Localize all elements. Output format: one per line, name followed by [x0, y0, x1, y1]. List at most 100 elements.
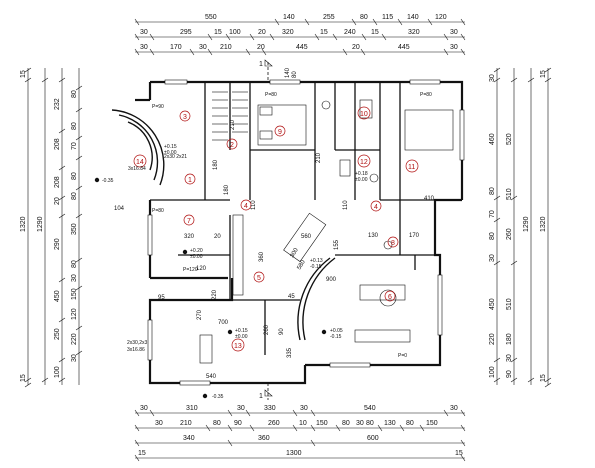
svg-text:30: 30	[237, 405, 245, 412]
room-9: 9	[278, 129, 282, 136]
svg-text:+0.05: +0.05	[330, 328, 343, 334]
svg-text:70: 70	[489, 210, 496, 218]
top-dim-5: 115	[382, 14, 393, 21]
svg-text:15: 15	[540, 70, 547, 78]
svg-text:20: 20	[352, 44, 360, 51]
svg-text:30: 30	[199, 44, 207, 51]
svg-text:±0.00: ±0.00	[355, 177, 368, 183]
svg-text:80: 80	[489, 187, 496, 195]
svg-text:450: 450	[54, 290, 61, 302]
top-dim-row3-labels: 30 170 30 210 20 445 20 445 30	[140, 44, 458, 51]
top-dim-ticks	[134, 18, 466, 56]
svg-text:180: 180	[213, 159, 219, 170]
svg-text:15: 15	[214, 29, 222, 36]
interior-walls	[150, 82, 440, 355]
svg-text:140: 140	[285, 67, 291, 78]
furniture	[199, 99, 454, 364]
bottom-dim-ticks	[134, 409, 466, 462]
svg-text:180: 180	[224, 184, 230, 195]
section-mark-top: 1	[259, 61, 263, 68]
svg-text:-0.15: -0.15	[310, 264, 322, 270]
svg-text:3x16.84: 3x16.84	[128, 166, 146, 172]
left-dim-outer-labels: 15 1320 15 1290	[20, 70, 44, 382]
svg-text:150: 150	[316, 420, 328, 427]
svg-text:45: 45	[288, 294, 295, 300]
svg-text:90: 90	[506, 370, 513, 378]
top-dimension-chains	[135, 21, 465, 53]
room-2: 2	[230, 142, 234, 149]
svg-text:90: 90	[234, 420, 242, 427]
windows	[147, 79, 465, 386]
svg-text:30: 30	[489, 254, 496, 262]
room-7: 7	[187, 218, 191, 225]
svg-text:104: 104	[114, 206, 125, 212]
svg-text:90: 90	[279, 328, 285, 335]
svg-text:80: 80	[71, 172, 78, 180]
svg-text:80: 80	[342, 420, 350, 427]
svg-text:360: 360	[259, 251, 265, 262]
window-notes: 2x30 2x21 3x16.84 2x30,2x3 3x16.86	[127, 154, 187, 353]
svg-text:80: 80	[406, 420, 414, 427]
svg-text:340: 340	[183, 435, 195, 442]
left-dim-inner-labels: 80 80 70 80 80 80 30 120 220 30	[71, 90, 78, 362]
svg-text:15: 15	[371, 29, 379, 36]
total-width: 1300	[286, 450, 302, 457]
svg-text:±0.00: ±0.00	[235, 334, 248, 340]
level-symbols	[94, 177, 327, 399]
svg-text:210: 210	[230, 119, 236, 130]
svg-text:110: 110	[343, 200, 349, 210]
svg-text:30: 30	[140, 405, 148, 412]
svg-text:350: 350	[71, 223, 78, 235]
svg-text:460: 460	[489, 133, 496, 145]
svg-text:3x16.86: 3x16.86	[127, 347, 145, 353]
svg-text:130: 130	[384, 420, 396, 427]
svg-text:150: 150	[71, 288, 78, 300]
svg-text:±0.00: ±0.00	[190, 254, 203, 260]
svg-text:220: 220	[71, 333, 78, 345]
room-3: 3	[183, 114, 187, 121]
svg-text:30: 30	[450, 405, 458, 412]
curved-stair-wall	[297, 257, 336, 341]
svg-text:P=90: P=90	[152, 104, 164, 110]
room-4a: 4	[244, 203, 248, 210]
svg-text:15: 15	[455, 450, 463, 457]
svg-text:320: 320	[184, 234, 195, 240]
svg-text:155: 155	[334, 239, 340, 250]
room-4b: 4	[374, 204, 378, 211]
svg-text:20: 20	[54, 197, 61, 205]
svg-text:330: 330	[264, 405, 276, 412]
svg-text:70: 70	[71, 142, 78, 150]
left-dim-col-labels: 232 208 208 20 350 290 450 150 250 100	[54, 98, 78, 378]
svg-text:20: 20	[258, 29, 266, 36]
svg-text:445: 445	[398, 44, 410, 51]
svg-text:80: 80	[366, 420, 374, 427]
svg-text:80: 80	[489, 232, 496, 240]
svg-text:-0.35: -0.35	[212, 394, 224, 400]
svg-text:+0.15: +0.15	[164, 144, 177, 150]
svg-text:1320: 1320	[540, 216, 547, 232]
svg-text:232: 232	[54, 98, 61, 110]
bottom-dimension-chains	[135, 412, 465, 459]
svg-text:-0.15: -0.15	[330, 334, 342, 340]
svg-text:110: 110	[251, 200, 257, 210]
top-dim-row1-labels: 550 140 255 80 115 140 120	[205, 14, 447, 21]
room-8: 8	[391, 240, 395, 247]
svg-text:130: 130	[368, 233, 379, 239]
svg-text:100: 100	[489, 366, 496, 378]
svg-text:260: 260	[268, 420, 280, 427]
bottom-dim-row3-labels: 340 360 600	[183, 435, 379, 442]
top-dim-4: 80	[360, 14, 368, 21]
svg-text:210: 210	[220, 44, 232, 51]
svg-text:30: 30	[300, 405, 308, 412]
svg-text:15: 15	[320, 29, 328, 36]
svg-text:15: 15	[138, 450, 146, 457]
svg-text:100: 100	[229, 29, 241, 36]
room-labels: 1 2 3 4 5 6 7 8 9 10 11 12 13 14 4	[133, 106, 419, 352]
svg-text:80: 80	[292, 71, 298, 78]
svg-text:290: 290	[54, 238, 61, 250]
svg-text:30: 30	[506, 354, 513, 362]
svg-text:410: 410	[424, 196, 435, 202]
svg-text:210: 210	[316, 152, 322, 163]
svg-text:260: 260	[506, 228, 513, 240]
